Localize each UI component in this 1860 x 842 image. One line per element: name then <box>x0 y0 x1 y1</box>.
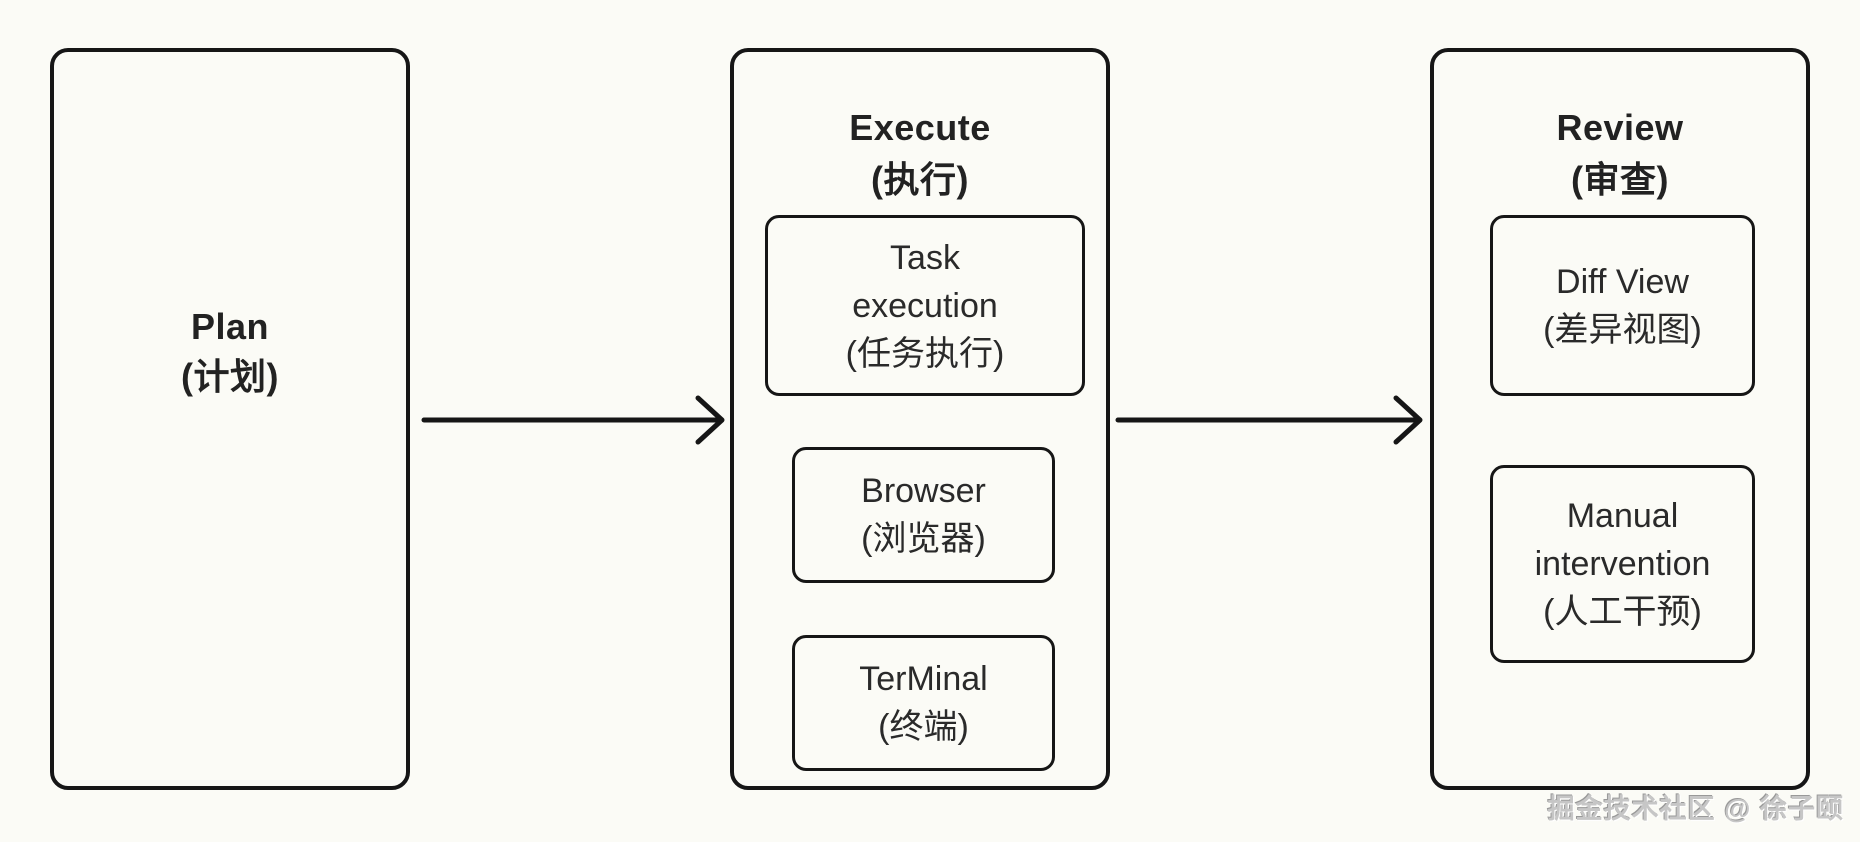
watermark-credit: 掘金技术社区 @ 徐子颐 <box>1547 794 1844 824</box>
review-title: Review (审查) <box>1434 102 1806 206</box>
task-execution-label-line1: Task <box>890 238 960 277</box>
review-stage-box: Review (审查) Diff View (差异视图) Manual inte… <box>1430 48 1810 790</box>
arrow-plan-to-execute <box>421 395 725 445</box>
review-title-en: Review <box>1556 107 1684 148</box>
terminal-node: TerMinal (终端) <box>792 635 1055 771</box>
diff-view-node: Diff View (差异视图) <box>1490 215 1755 396</box>
task-execution-node: Task execution (任务执行) <box>765 215 1085 396</box>
execute-stage-box: Execute (执行) Task execution (任务执行) Brows… <box>730 48 1110 790</box>
plan-stage-box: Plan (计划) <box>50 48 410 790</box>
diff-view-label-en: Diff View <box>1556 262 1689 301</box>
execute-title: Execute (执行) <box>734 102 1106 206</box>
browser-label-en: Browser <box>861 472 986 510</box>
arrow-execute-to-review <box>1115 395 1423 445</box>
plan-title-zh: (计划) <box>181 356 279 397</box>
execute-title-en: Execute <box>849 107 991 148</box>
terminal-label-en: TerMinal <box>859 660 988 698</box>
manual-intervention-label-line1: Manual <box>1566 497 1679 535</box>
manual-intervention-label-line2: intervention <box>1534 545 1711 583</box>
task-execution-label-zh: (任务执行) <box>845 334 1005 373</box>
task-execution-label-line2: execution <box>852 286 998 325</box>
plan-title-en: Plan <box>190 306 270 347</box>
diff-view-label-zh: (差异视图) <box>1543 310 1702 349</box>
execute-title-zh: (执行) <box>871 159 969 200</box>
terminal-label-zh: (终端) <box>878 708 969 746</box>
manual-intervention-node: Manual intervention (人工干预) <box>1490 465 1755 663</box>
manual-intervention-label-zh: (人工干预) <box>1543 593 1702 631</box>
browser-label-zh: (浏览器) <box>861 520 986 558</box>
browser-node: Browser (浏览器) <box>792 447 1055 583</box>
plan-title: Plan (计划) <box>54 302 406 402</box>
review-title-zh: (审查) <box>1571 159 1669 200</box>
